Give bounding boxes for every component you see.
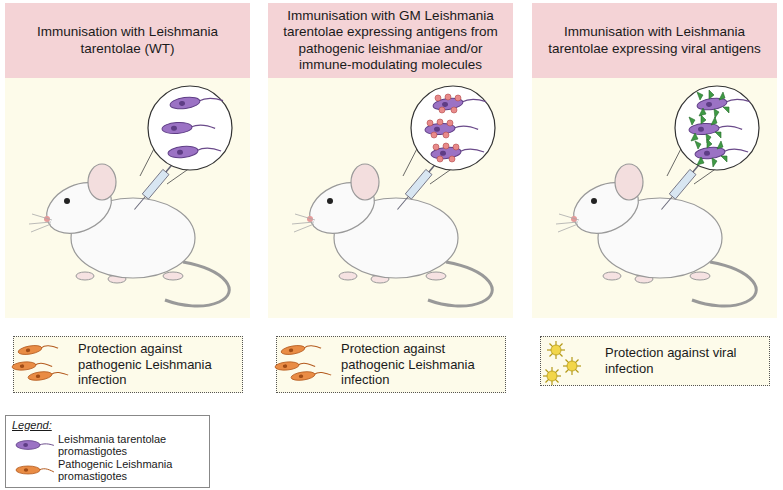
header-box: Immunisation with Leishmania tarentolae … (532, 3, 777, 78)
header-box: Immunisation with Leishmania tarentolae … (5, 3, 250, 78)
legend-text: Leishmania tarentolae promastigotes (58, 433, 203, 457)
outcome-box: Protection against pathogenic Leishmania… (276, 336, 506, 393)
legend-row: Leishmania tarentolae promastigotes (12, 433, 203, 457)
header-box: Immunisation with GM Leishmania tarentol… (268, 3, 513, 78)
header-text: Immunisation with Leishmania tarentolae … (540, 24, 769, 56)
outcome-text: Protection against pathogenic Leishmania… (341, 341, 499, 388)
outcome-box: Protection against pathogenic Leishmania… (13, 336, 243, 393)
header-text: Immunisation with Leishmania tarentolae … (13, 24, 242, 56)
outcome-text: Protection against viral infection (605, 345, 763, 376)
legend-text: Pathogenic Leishmania promastigotes (58, 458, 203, 482)
legend-title: Legend: (12, 419, 203, 431)
header-text: Immunisation with GM Leishmania tarentol… (276, 8, 505, 73)
legend-row: Pathogenic Leishmania promastigotes (12, 458, 203, 482)
legend-box: Legend: Leishmania tarentolae promastigo… (5, 415, 210, 488)
legend-icon (12, 463, 54, 477)
legend-icon (12, 438, 54, 452)
outcome-text: Protection against pathogenic Leishmania… (78, 341, 236, 388)
outcome-box: Protection against viral infection (540, 336, 770, 386)
